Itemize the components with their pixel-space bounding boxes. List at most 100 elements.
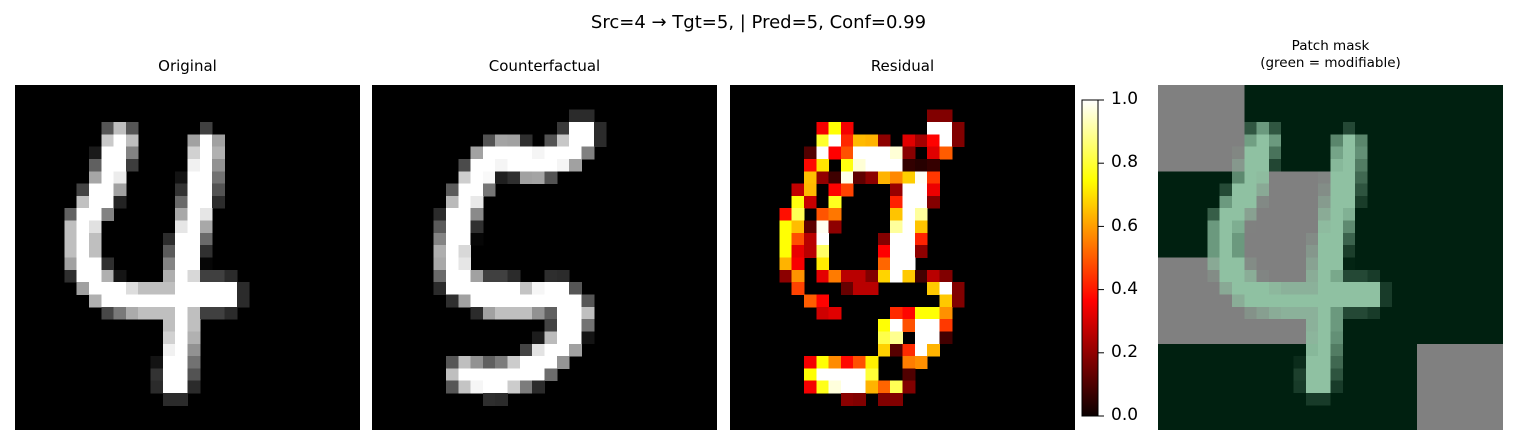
image-pixel bbox=[532, 306, 545, 320]
image-pixel bbox=[1293, 306, 1307, 320]
image-pixel bbox=[939, 306, 953, 320]
image-pixel bbox=[199, 232, 213, 246]
image-pixel bbox=[1207, 331, 1221, 345]
image-pixel bbox=[1194, 232, 1208, 246]
image-pixel bbox=[1367, 380, 1381, 394]
image-pixel bbox=[1379, 380, 1393, 394]
image-pixel bbox=[175, 282, 188, 295]
image-pixel bbox=[1355, 393, 1368, 406]
image-pixel bbox=[1490, 232, 1503, 246]
image-pixel bbox=[113, 195, 127, 209]
image-pixel bbox=[125, 134, 139, 148]
image-pixel bbox=[1379, 356, 1393, 369]
image-pixel bbox=[556, 282, 570, 295]
image-pixel bbox=[1182, 146, 1196, 160]
image-pixel bbox=[1490, 245, 1503, 258]
image-pixel bbox=[1478, 380, 1492, 394]
image-pixel bbox=[1392, 257, 1405, 271]
image-pixel bbox=[1293, 405, 1307, 419]
image-pixel bbox=[1305, 306, 1319, 320]
image-pixel bbox=[1231, 85, 1245, 98]
image-pixel bbox=[1466, 306, 1479, 320]
image-pixel bbox=[1342, 257, 1356, 271]
image-pixel bbox=[1490, 368, 1503, 382]
image-pixel bbox=[1478, 85, 1492, 98]
image-pixel bbox=[1404, 331, 1418, 345]
image-pixel bbox=[1330, 109, 1344, 123]
image-pixel bbox=[569, 134, 582, 148]
image-pixel bbox=[1453, 121, 1467, 135]
image-pixel bbox=[816, 380, 830, 394]
image-pixel bbox=[840, 121, 854, 135]
image-pixel bbox=[1182, 294, 1196, 308]
image-pixel bbox=[1231, 282, 1245, 295]
image-pixel bbox=[1478, 405, 1492, 419]
image-pixel bbox=[1429, 97, 1442, 111]
image-pixel bbox=[1392, 146, 1405, 160]
image-pixel bbox=[1441, 97, 1455, 111]
image-pixel bbox=[1330, 171, 1344, 185]
image-pixel bbox=[470, 294, 484, 308]
image-pixel bbox=[175, 368, 188, 382]
image-pixel bbox=[1231, 134, 1245, 148]
image-pixel bbox=[1342, 343, 1356, 357]
image-pixel bbox=[816, 134, 830, 148]
image-pixel bbox=[1244, 417, 1258, 430]
image-pixel bbox=[224, 294, 238, 308]
image-pixel bbox=[236, 282, 250, 295]
image-pixel bbox=[1466, 269, 1479, 283]
image-pixel bbox=[569, 158, 582, 172]
image-pixel bbox=[1330, 121, 1344, 135]
image-pixel bbox=[224, 306, 238, 320]
image-pixel bbox=[175, 269, 188, 283]
image-pixel bbox=[1158, 134, 1171, 148]
image-pixel bbox=[581, 146, 595, 160]
image-pixel bbox=[507, 146, 521, 160]
image-pixel bbox=[199, 245, 213, 258]
image-pixel bbox=[1330, 85, 1344, 98]
image-pixel bbox=[569, 294, 582, 308]
image-pixel bbox=[828, 134, 842, 148]
image-pixel bbox=[433, 208, 447, 222]
image-pixel bbox=[1158, 319, 1171, 332]
image-pixel bbox=[1466, 220, 1479, 234]
image-pixel bbox=[187, 257, 201, 271]
image-pixel bbox=[902, 356, 916, 369]
image-pixel bbox=[1478, 343, 1492, 357]
image-pixel bbox=[1367, 294, 1381, 308]
image-pixel bbox=[1416, 195, 1430, 209]
image-pixel bbox=[1158, 146, 1171, 160]
image-pixel bbox=[1207, 85, 1221, 98]
counterfactual-image bbox=[372, 85, 717, 430]
image-pixel bbox=[236, 294, 250, 308]
image-pixel bbox=[1416, 109, 1430, 123]
image-pixel bbox=[199, 220, 213, 234]
image-pixel bbox=[212, 306, 225, 320]
image-pixel bbox=[1478, 146, 1492, 160]
image-pixel bbox=[470, 171, 484, 185]
image-pixel bbox=[1478, 282, 1492, 295]
image-pixel bbox=[1305, 109, 1319, 123]
image-pixel bbox=[482, 380, 496, 394]
image-pixel bbox=[1194, 146, 1208, 160]
image-pixel bbox=[1219, 319, 1233, 332]
colorbar bbox=[1081, 99, 1104, 417]
image-pixel bbox=[470, 269, 484, 283]
image-pixel bbox=[1355, 356, 1368, 369]
image-pixel bbox=[212, 183, 225, 197]
image-pixel bbox=[1379, 208, 1393, 222]
image-pixel bbox=[187, 269, 201, 283]
image-pixel bbox=[1268, 331, 1282, 345]
image-pixel bbox=[175, 171, 188, 185]
image-pixel bbox=[433, 245, 447, 258]
image-pixel bbox=[569, 121, 582, 135]
image-pixel bbox=[840, 356, 854, 369]
image-pixel bbox=[1392, 97, 1405, 111]
image-pixel bbox=[1392, 331, 1405, 345]
image-pixel bbox=[1158, 208, 1171, 222]
image-pixel bbox=[1441, 245, 1455, 258]
image-pixel bbox=[187, 306, 201, 320]
image-pixel bbox=[1490, 146, 1503, 160]
image-pixel bbox=[853, 368, 867, 382]
image-pixel bbox=[1158, 356, 1171, 369]
